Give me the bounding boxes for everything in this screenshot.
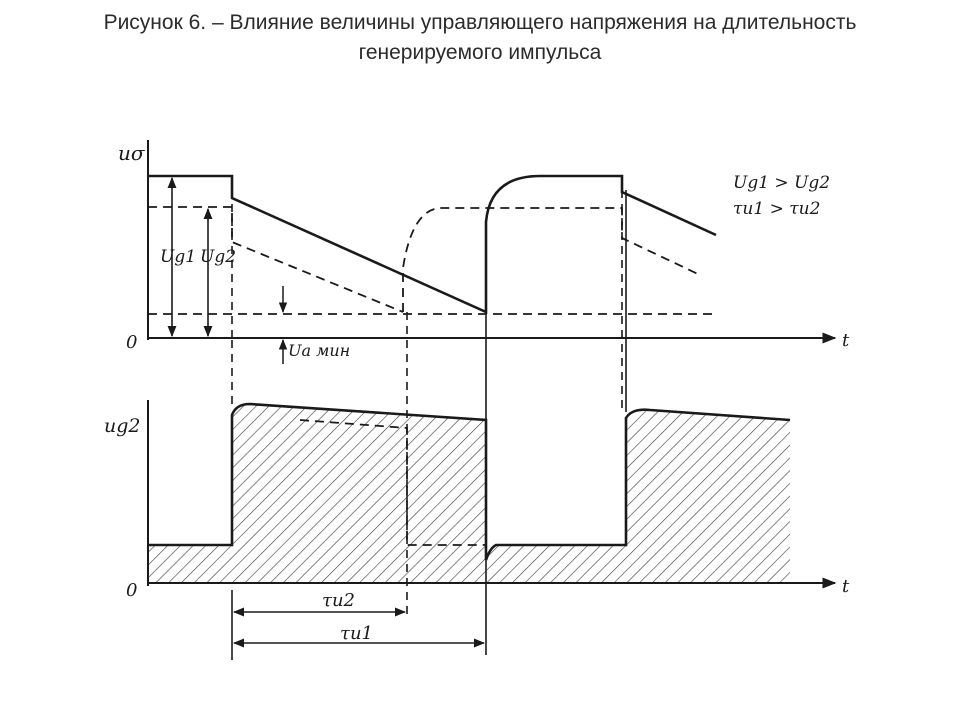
tau1-label: τu1 [340,623,373,644]
ua-min-label: Ua мин [288,341,350,360]
top-solid-waveform [148,174,717,315]
hatched-area-pulse-1 [232,404,486,584]
top-origin-label: 0 [126,332,137,353]
ug2-label: Ug2 [200,247,236,267]
bottom-axis-y-label: ug2 [104,415,141,437]
bottom-dashed-waveform [299,419,486,546]
bottom-origin-label: 0 [126,580,137,601]
top-dashed-waveform [148,206,404,313]
tau2-label: τu2 [322,590,355,611]
bottom-axis-x-label: t [842,576,850,597]
ug1-label: Ug1 [160,247,196,267]
condition-ug-label: Ug1 > Ug2 [733,173,830,193]
top-dashed-rise [402,207,701,312]
hatched-area-low-left [148,545,232,584]
hatched-area-low-mid [486,545,626,584]
condition-tau-label: τu1 > τu2 [733,199,820,219]
labels: uσ 0 t Ug1 Ug2 Ua мин Ug1 > Ug2 τu1 > τu… [104,141,850,644]
title-line-2: генерируемого импульса [358,41,602,64]
top-axis-x-label: t [842,330,850,351]
hatched-area-pulse-2 [626,409,790,584]
top-axis-y-label: uσ [118,141,146,165]
bottom-solid-waveform [148,402,791,561]
bottom-graph [147,400,837,648]
top-graph [147,140,837,364]
title-line-1: Рисунок 6. – Влияние величины управляюще… [103,11,857,34]
slide-title: Рисунок 6. – Влияние величины управляюще… [0,8,960,68]
